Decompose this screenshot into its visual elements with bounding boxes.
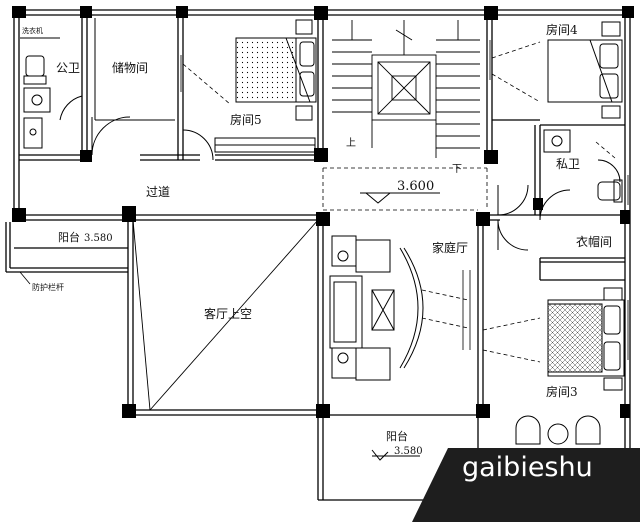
label-floor-elevation: 3.600	[397, 179, 434, 194]
label-railing: 防护栏杆	[32, 282, 64, 292]
label-private-bath: 私卫	[556, 157, 580, 171]
bed-room5	[214, 19, 317, 153]
label-balcony-bottom-elev: 3.580	[394, 446, 423, 457]
label-family-hall: 家庭厅	[432, 240, 468, 255]
watermark-banner: gaibieshu	[412, 448, 640, 522]
label-balcony-left-elev: 3.580	[84, 233, 113, 244]
label-room3: 房间3	[546, 384, 578, 399]
door-swings	[59, 95, 621, 251]
walls	[5, 9, 631, 501]
label-corridor: 过道	[146, 185, 170, 199]
sofa-set	[329, 235, 424, 381]
balcony-arrow	[371, 449, 420, 461]
label-balcony-bottom: 阳台	[386, 429, 408, 443]
railing-leader	[19, 271, 31, 285]
elevation-marker	[360, 192, 440, 204]
label-storage: 储物间	[112, 60, 148, 75]
watermark-text: gaibieshu	[462, 452, 593, 483]
label-room4: 房间4	[546, 22, 578, 37]
label-closet: 衣帽间	[576, 234, 612, 249]
label-stair-down: 下	[452, 164, 462, 175]
label-public-bath: 公卫	[56, 61, 80, 75]
storage-shelf	[94, 18, 175, 121]
bed-room3	[515, 287, 625, 445]
staircase	[332, 20, 480, 158]
private-bath-fixtures	[543, 129, 623, 203]
columns	[12, 6, 634, 418]
label-stair-up: 上	[346, 137, 356, 149]
bathroom-fixtures	[20, 37, 60, 149]
windows	[13, 40, 629, 360]
void-cross	[132, 219, 319, 411]
bed-room4	[547, 21, 623, 119]
label-washer: 洗衣机	[22, 26, 43, 35]
label-living-void: 客厅上空	[204, 306, 252, 321]
dashed-openings	[182, 41, 616, 363]
label-room5: 房间5	[230, 112, 262, 127]
label-balcony-left: 阳台	[58, 230, 80, 244]
